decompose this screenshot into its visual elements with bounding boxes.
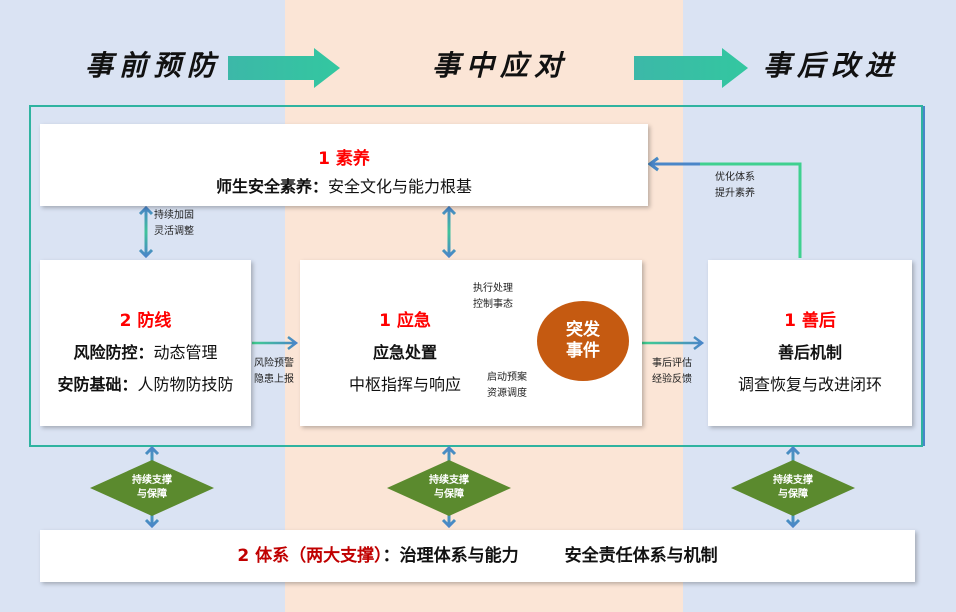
- phase-before: 事前预防: [85, 49, 222, 82]
- aftermath-text: 调查恢复与改进闭环: [737, 375, 882, 394]
- system-item-governance: 治理体系与能力: [399, 546, 519, 566]
- literacy-title: 1 素养: [318, 149, 370, 169]
- reinforce-label: 持续加固灵活调整: [154, 210, 194, 237]
- incident-line2: 事件: [566, 341, 600, 361]
- outer-border: [29, 105, 923, 447]
- risk-text: 动态管理: [153, 343, 218, 362]
- security-label: 安防基础：: [57, 375, 138, 394]
- execute-label: 执行处理控制事态: [473, 283, 513, 310]
- phase-arrow-2: [634, 48, 748, 88]
- defense-title: 2 防线: [119, 311, 172, 331]
- support-diamond-2: 持续支撑与保障: [387, 460, 511, 516]
- emergency-subtitle: 应急处置: [372, 343, 437, 362]
- literacy-text: 安全文化与能力根基: [328, 177, 473, 196]
- system-colon: ：: [382, 546, 400, 566]
- phase-arrow-1: [228, 48, 340, 88]
- phase-after: 事后改进: [763, 49, 900, 82]
- incident-circle: 突发 事件: [537, 301, 629, 381]
- emergency-title: 1 应急: [379, 311, 431, 331]
- phase-during: 事中应对: [432, 49, 569, 82]
- support-diamond-1: 持续支撑与保障: [90, 460, 214, 516]
- activate-label: 启动预案资源调度: [487, 372, 527, 399]
- aftermath-title: 1 善后: [784, 311, 836, 331]
- system-title: 2 体系（两大支撑）: [237, 546, 383, 566]
- emergency-text: 中枢指挥与响应: [348, 375, 461, 394]
- optimize-label: 优化体系提升素养: [715, 172, 755, 199]
- defense-box: 2 防线 风险防控：动态管理 安防基础：人防物防技防: [40, 260, 251, 426]
- evaluate-label: 事后评估经验反馈: [652, 358, 692, 385]
- literacy-label: 师生安全素养：: [215, 177, 328, 196]
- support-diamond-3: 持续支撑与保障: [731, 460, 855, 516]
- emergency-box: 1 应急 应急处置 中枢指挥与响应 突发 事件: [300, 260, 642, 426]
- system-box: 2 体系（两大支撑）：治理体系与能力 安全责任体系与机制: [40, 530, 915, 582]
- aftermath-box: 1 善后 善后机制 调查恢复与改进闭环: [708, 260, 912, 426]
- incident-line1: 突发: [566, 320, 600, 340]
- literacy-box: 1 素养 师生安全素养：安全文化与能力根基: [40, 124, 648, 206]
- security-text: 人防物防技防: [137, 375, 234, 394]
- risk-label: 风险防控：: [73, 343, 154, 362]
- warning-label: 风险预警隐患上报: [254, 358, 294, 385]
- aftermath-subtitle: 善后机制: [777, 343, 842, 362]
- system-item-responsibility: 安全责任体系与机制: [564, 546, 718, 566]
